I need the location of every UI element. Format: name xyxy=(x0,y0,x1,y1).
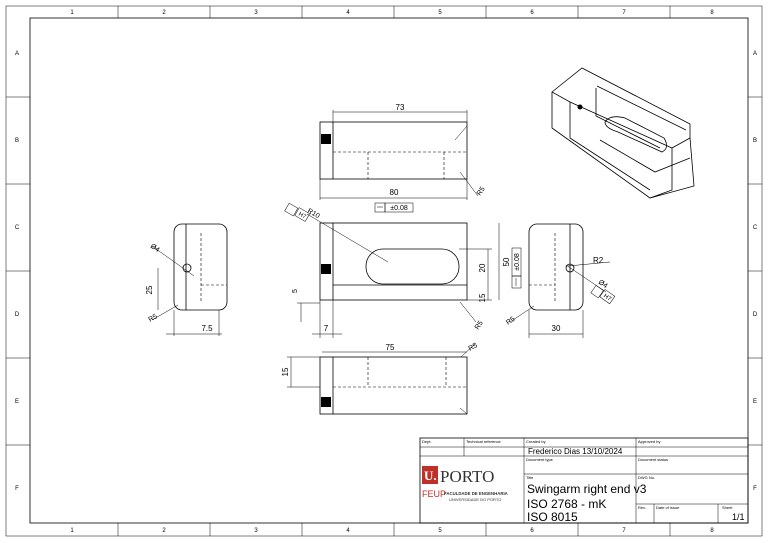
row-label-d: D xyxy=(15,312,20,318)
col-label-5: 5 xyxy=(438,10,442,16)
logo-u: U. xyxy=(424,468,437,483)
row-label-e-r: E xyxy=(753,399,757,405)
dim-left-width: 7.5 xyxy=(201,324,213,333)
col-label-8: 8 xyxy=(710,10,714,16)
row-label-a: A xyxy=(15,51,19,57)
tb-sheet-label: Sheet xyxy=(722,505,733,510)
col-label-7b: 7 xyxy=(622,528,626,534)
tb-title-label: Title xyxy=(526,475,534,480)
tb-dwg-label: DWG No. xyxy=(638,475,655,480)
col-label-2b: 2 xyxy=(162,528,166,534)
col-label-1: 1 xyxy=(70,10,74,16)
dim-front-lower: 15 xyxy=(478,293,487,302)
tb-title-line1: Swingarm right end v3 xyxy=(527,482,647,496)
flatness-symbol xyxy=(374,202,386,213)
row-label-a-r: A xyxy=(753,51,757,57)
col-label-3: 3 xyxy=(254,10,258,16)
row-label-c-r: C xyxy=(753,225,758,231)
row-label-b-r: B xyxy=(753,138,757,144)
tb-rev-label: Rev. xyxy=(638,505,646,510)
dim-slot-radius: R10 xyxy=(306,208,321,221)
dim-front-height: 50 xyxy=(502,257,511,266)
col-label-7: 7 xyxy=(622,10,626,16)
col-label-6b: 6 xyxy=(530,528,534,534)
logo-feup: FEUP xyxy=(422,489,446,499)
dim-bottom-width: 75 xyxy=(386,343,395,352)
dim-top-overall: 80 xyxy=(390,188,399,197)
zone-labels: 1 2 3 4 5 6 7 8 1 2 3 4 5 6 7 8 A B C D … xyxy=(15,10,758,534)
left-view: Ø4 25 R5 7.5 xyxy=(145,223,228,336)
tb-title-line3: ISO 8015 xyxy=(527,510,578,524)
dim-offset-h: 7 xyxy=(324,324,329,333)
isometric-view xyxy=(551,67,695,199)
col-label-1b: 1 xyxy=(70,528,74,534)
col-label-2: 2 xyxy=(162,10,166,16)
row-label-e: E xyxy=(15,399,19,405)
dim-left-radius: R5 xyxy=(148,313,159,324)
dim-top-width: 73 xyxy=(396,103,405,112)
inner-frame xyxy=(29,17,749,524)
tb-date-label: Date of issue xyxy=(656,505,680,510)
top-view: 73 80 R5 ±0.08 xyxy=(319,103,487,213)
row-label-d-r: D xyxy=(753,312,758,318)
logo-porto: PORTO xyxy=(440,467,494,486)
zone-ticks xyxy=(6,6,762,536)
tb-approved-label: Approved by xyxy=(638,439,660,444)
row-label-f-r: F xyxy=(753,486,757,492)
fit-front: H7 xyxy=(297,211,307,220)
tb-created-label: Created by xyxy=(526,439,546,444)
dim-bottom-height: 15 xyxy=(281,367,290,376)
fit-right: H7 xyxy=(602,293,612,303)
thread-marker-front xyxy=(321,264,331,274)
dim-right-hole: Ø4 xyxy=(597,279,609,290)
right-view: R2 Ø4 H7 R5 30 xyxy=(505,223,616,338)
logo-universidade: UNIVERSIDADE DO PORTO xyxy=(449,497,501,502)
tb-techref-label: Technical reference xyxy=(466,439,501,444)
thread-marker-bottom xyxy=(321,397,331,407)
tb-docstatus-label: Document status xyxy=(638,457,668,462)
tb-doctype-label: Document type xyxy=(526,457,554,462)
dim-right-r2: R2 xyxy=(593,256,604,265)
col-label-6: 6 xyxy=(530,10,534,16)
col-label-4b: 4 xyxy=(346,528,350,534)
dim-front-radius: R5 xyxy=(474,320,485,331)
tb-sheet-value: 1/1 xyxy=(732,512,745,522)
col-label-8b: 8 xyxy=(710,528,714,534)
dim-bottom-radius: R5 xyxy=(468,342,479,353)
row-label-c: C xyxy=(15,225,20,231)
dim-right-width: 30 xyxy=(552,324,561,333)
row-label-b: B xyxy=(15,138,19,144)
dim-left-hole: Ø4 xyxy=(149,243,161,254)
col-label-3b: 3 xyxy=(254,528,258,534)
front-view: R10 H7 20 15 50 ±0.08 5 7 R5 xyxy=(284,202,522,338)
dim-slot-width: 20 xyxy=(478,263,487,272)
dim-left-height: 25 xyxy=(145,285,154,294)
right-hole xyxy=(565,263,575,273)
tb-created-by: Frederico Dias 13/10/2024 xyxy=(528,447,623,456)
logo-faculdade: FACULDADE DE ENGENHARIA xyxy=(444,491,508,496)
title-block: Dept. Technical reference Created by Fre… xyxy=(419,437,749,524)
dim-top-radius: R5 xyxy=(476,186,487,197)
col-label-5b: 5 xyxy=(438,528,442,534)
slot xyxy=(365,248,460,285)
tol-flatness: ±0.08 xyxy=(390,205,408,212)
col-label-4: 4 xyxy=(346,10,350,16)
logo: U. PORTO FEUP FACULDADE DE ENGENHARIA UN… xyxy=(422,466,508,502)
dim-offset-v: 5 xyxy=(292,289,299,293)
tol-vertical: ±0.08 xyxy=(514,253,521,271)
tb-title-line2: ISO 2768 - mK xyxy=(527,497,606,511)
tb-dept-label: Dept. xyxy=(422,439,432,444)
row-label-f: F xyxy=(15,486,19,492)
dim-right-radius: R5 xyxy=(505,316,516,327)
thread-marker-top xyxy=(321,134,331,144)
flatness-box xyxy=(384,202,414,213)
bottom-view: 75 R5 15 xyxy=(281,342,479,415)
